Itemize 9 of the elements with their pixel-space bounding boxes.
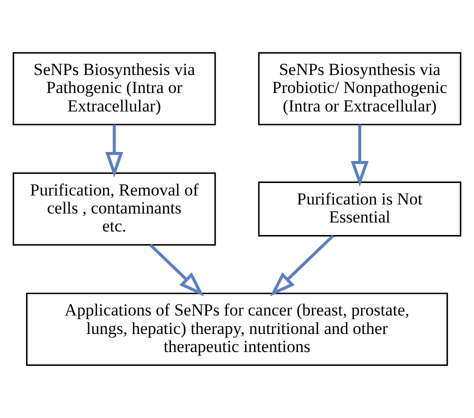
arrow <box>105 124 124 178</box>
arrow <box>350 124 369 187</box>
arrow <box>270 234 334 296</box>
node-box: Purification is Not Essential <box>258 182 462 236</box>
node-box: Purification, Removal of cells , contaminants etc. <box>12 172 216 246</box>
arrow <box>149 244 204 296</box>
node-box: Applications of SeNPs for cancer (breast, prostate, lungs, hepatic) therapy, nutritional and other therapeutic intentions <box>26 292 448 366</box>
node-box: SeNPs Biosynthesis via Pathogenic (Intra or Extracellular) <box>12 52 216 126</box>
node-box: SeNPs Biosynthesis via Probiotic/ Nonpathogenic (Intra or Extracellular) <box>258 52 462 126</box>
